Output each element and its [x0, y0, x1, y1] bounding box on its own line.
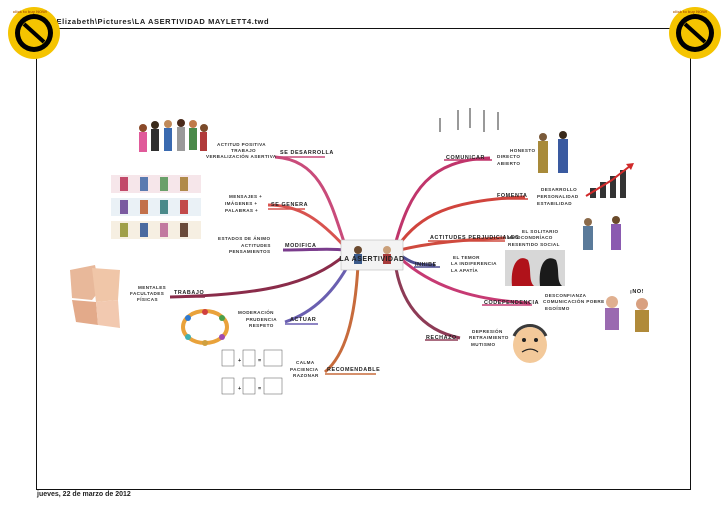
branch-se-genera[interactable]: SE GENERA MENSAJES + IMÁGENES + PALABRAS…: [225, 194, 308, 213]
puzzle-people-image: [70, 265, 120, 328]
branch-label: SE DESARROLLA: [280, 150, 334, 156]
sub-item: COMUNICACIÓN POBRE: [543, 297, 605, 304]
branch-actuar[interactable]: ACTUAR MODERACIÓN PRUDENCIA RESPETO: [238, 308, 316, 328]
branch-label: RECHAZO: [426, 335, 457, 341]
sub-item: DIRECTO: [497, 154, 520, 159]
sub-item: PENSAMIENTOS: [229, 249, 270, 254]
sub-item: RESENTIDO SOCIAL: [508, 242, 560, 247]
people-group-image: [139, 119, 208, 152]
page-frame: [36, 28, 691, 490]
sub-item: EGOÍSMO: [545, 304, 570, 311]
stick-figures-image: [439, 108, 499, 132]
sub-item: PRUDENCIA: [246, 317, 277, 322]
growth-chart-image: [585, 163, 634, 198]
date-footer: jueves, 22 de marzo de 2012: [37, 491, 131, 498]
sub-item: ACTITUD POSITIVA: [217, 142, 266, 147]
sub-item: PERSONALIDAD: [537, 194, 579, 199]
sub-item: VERBALIZACIÓN ASERTIVA: [206, 152, 277, 159]
sub-item: MENTALES: [138, 285, 166, 290]
faces-equation-image: + = + =: [221, 349, 283, 395]
sub-item: HONESTO: [510, 148, 535, 153]
branch-modifica[interactable]: MODIFICA ESTADOS DE ÁNIMO ACTITUDES PENS…: [218, 235, 316, 254]
branch-label: COMUNICAR: [446, 155, 485, 161]
sub-item: EL SOLITARIO: [522, 229, 559, 234]
branch-trabajo[interactable]: TRABAJO MENTALES FACULTADES FÍSICAS: [130, 285, 204, 302]
handshake-image: [538, 131, 568, 173]
sub-item: FÍSICAS: [137, 295, 158, 302]
sub-item: ACTITUDES: [241, 243, 271, 248]
sub-item: MODERACIÓN: [238, 308, 274, 315]
svg-text:=: =: [258, 358, 262, 364]
circle-of-people-image: [181, 309, 229, 346]
file-path-title: e:\Elizabeth\Pictures\LA ASERTIVIDAD MAY…: [46, 17, 270, 26]
branch-label: SE GENERA: [271, 202, 308, 208]
sub-item: LA INDIFERENCIA: [451, 261, 497, 266]
stamp-right-text: click to buy NOW!: [673, 9, 707, 14]
center-node[interactable]: LA ASERTIVIDAD: [339, 239, 404, 271]
refusal-people-image: ¡NO!: [605, 289, 649, 332]
svg-text:=: =: [258, 386, 262, 392]
sub-item: DESARROLLO: [541, 187, 577, 192]
silhouettes-image: [505, 250, 565, 286]
branch-label: FOMENTA: [497, 193, 527, 199]
branch-label: CODEPENDENCIA: [484, 300, 539, 306]
center-title: LA ASERTIVIDAD: [339, 256, 404, 263]
sub-item: DESCONFIANZA: [545, 293, 587, 298]
branch-fomenta[interactable]: FOMENTA DESARROLLO PERSONALIDAD ESTABILI…: [497, 187, 579, 206]
sub-item: LA APATÍA: [451, 266, 478, 273]
branch-codependencia[interactable]: CODEPENDENCIA DESCONFIANZA COMUNICACIÓN …: [484, 293, 605, 311]
worried-face-image: [512, 324, 548, 363]
sub-item: PACIENCIA: [290, 367, 319, 372]
branch-label: TRABAJO: [174, 290, 204, 296]
watermark-stamp-right[interactable]: click to buy NOW!: [669, 7, 721, 59]
sub-item: PALABRAS +: [225, 208, 258, 213]
sub-item: EL TEMOR: [453, 255, 480, 260]
branch-label: ACTITUDES PERJUDICIALES: [430, 235, 519, 241]
sub-item: RAZONAR: [293, 373, 319, 378]
couples-grid-image: [111, 175, 201, 239]
branch-label: INHIBE: [415, 262, 437, 268]
branch-actitudes-perjudiciales[interactable]: ACTITUDES PERJUDICIALES EL SOLITARIO HIP…: [430, 229, 560, 247]
svg-text:+: +: [238, 358, 242, 364]
branch-rechazo[interactable]: RECHAZO DEPRESIÓN RETRAIMIENTO MUTISMO: [426, 327, 509, 347]
sub-item: CALMA: [296, 360, 315, 365]
sub-item: DEPRESIÓN: [472, 327, 503, 334]
branch-label: MODIFICA: [285, 243, 316, 249]
sub-item: ESTADOS DE ÁNIMO: [218, 235, 271, 241]
sub-item: TRABAJO: [231, 148, 256, 153]
branch-se-desarrolla[interactable]: SE DESARROLLA ACTITUD POSITIVA TRABAJO V…: [206, 142, 334, 159]
branch-comunicar[interactable]: COMUNICAR HONESTO DIRECTO ABIERTO: [446, 148, 535, 166]
branch-recomendable[interactable]: RECOMENDABLE CALMA PACIENCIA RAZONAR: [290, 360, 380, 378]
sub-item: RETRAIMIENTO: [469, 335, 509, 340]
watermark-stamp-left[interactable]: click to buy NOW!: [8, 7, 60, 59]
svg-text:+: +: [238, 386, 242, 392]
sub-item: ESTABILIDAD: [537, 201, 572, 206]
stamp-left-text: click to buy NOW!: [13, 9, 47, 14]
arguing-people-image: [583, 216, 621, 250]
sub-item: FACULTADES: [130, 291, 164, 296]
branch-label: ACTUAR: [290, 317, 316, 323]
no-callout: ¡NO!: [630, 289, 644, 295]
branch-inhibe[interactable]: INHIBE EL TEMOR LA INDIFERENCIA LA APATÍ…: [415, 255, 497, 273]
sub-item: HIPOCONDRÍACO: [508, 233, 553, 240]
sub-item: ABIERTO: [497, 161, 520, 166]
sub-item: MENSAJES +: [229, 194, 262, 199]
sub-item: RESPETO: [249, 323, 274, 328]
branch-label: RECOMENDABLE: [327, 367, 380, 373]
sub-item: IMÁGENES +: [225, 200, 257, 206]
sub-item: MUTISMO: [471, 342, 496, 347]
